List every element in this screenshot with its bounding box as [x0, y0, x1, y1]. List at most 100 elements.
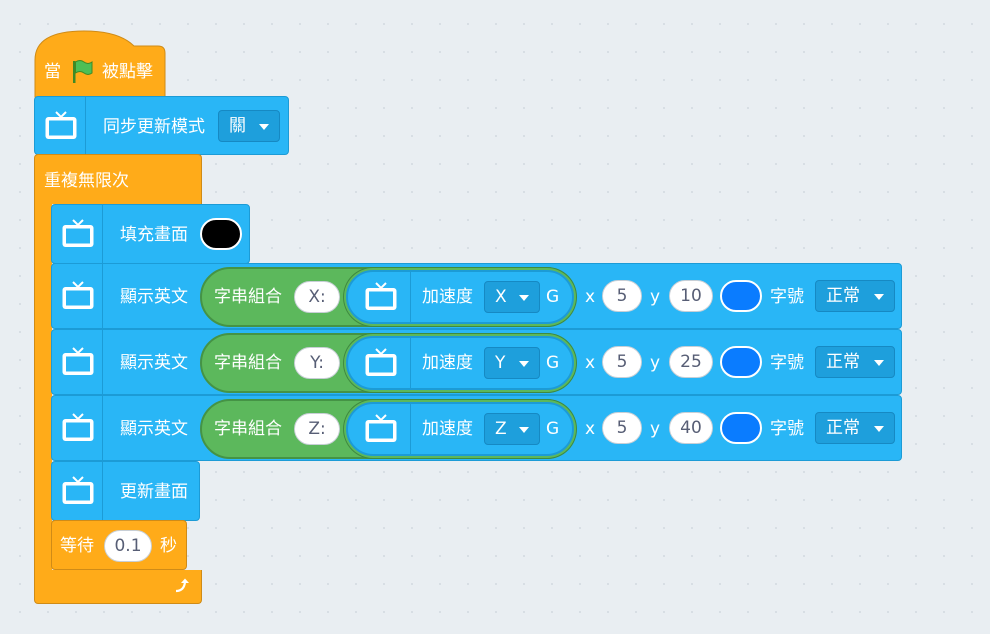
font-size-dropdown[interactable]: 正常	[815, 412, 895, 444]
y-label: y	[650, 419, 661, 439]
text-color-swatch[interactable]	[720, 346, 762, 378]
axis-dropdown[interactable]: X	[484, 281, 540, 313]
font-size-value: 正常	[826, 286, 860, 306]
unit-label: G	[546, 287, 560, 307]
tv-icon	[62, 219, 94, 247]
show-text-block[interactable]: 顯示英文 字串組合 X: 加速度 X G	[51, 263, 902, 329]
fill-color-swatch[interactable]	[200, 218, 242, 250]
tv-icon	[62, 281, 94, 309]
sync-mode-dropdown[interactable]: 關	[218, 110, 280, 142]
forever-block-top[interactable]	[34, 154, 202, 204]
tv-section	[360, 404, 411, 454]
x-label: x	[585, 419, 596, 439]
chevron-down-icon	[874, 294, 884, 300]
join-text-input[interactable]: Y:	[294, 347, 340, 379]
acceleration-label: 加速度	[422, 287, 473, 307]
font-size-label: 字號	[770, 287, 804, 307]
join-string-label: 字串組合	[214, 419, 282, 439]
sync-mode-value: 關	[229, 116, 246, 136]
x-input[interactable]: 5	[602, 412, 642, 444]
tv-section	[360, 272, 411, 322]
font-size-dropdown[interactable]: 正常	[815, 346, 895, 378]
unit-label: G	[546, 419, 560, 439]
sync-update-mode-block[interactable]: 同步更新模式 關	[34, 96, 289, 155]
hat-prefix-label: 當	[44, 62, 61, 82]
tv-icon	[365, 282, 397, 310]
axis-value: Z	[495, 419, 507, 439]
hat-block-shape	[34, 30, 166, 98]
forever-block-arm	[34, 203, 52, 571]
tv-section	[52, 205, 103, 263]
join-string-reporter[interactable]: 字串組合 X: 加速度 X G	[200, 267, 576, 327]
join-string-reporter[interactable]: 字串組合 Z: 加速度 Z G	[200, 399, 576, 459]
tv-section	[52, 462, 103, 520]
y-input[interactable]: 25	[669, 346, 713, 378]
axis-value: X	[495, 287, 507, 307]
x-label: x	[585, 287, 596, 307]
when-flag-clicked-block[interactable]: 當 被點擊	[34, 30, 166, 98]
x-input[interactable]: 5	[602, 280, 642, 312]
chevron-down-icon	[259, 124, 269, 130]
acceleration-reporter[interactable]: 加速度 Y G	[346, 336, 574, 390]
y-label: y	[650, 353, 661, 373]
join-string-label: 字串組合	[214, 287, 282, 307]
tv-icon	[365, 348, 397, 376]
join-text-input[interactable]: X:	[294, 281, 340, 313]
show-text-label: 顯示英文	[120, 287, 188, 307]
join-string-reporter[interactable]: 字串組合 Y: 加速度 Y G	[200, 333, 576, 393]
tv-icon	[365, 414, 397, 442]
x-value: 5	[616, 352, 628, 372]
x-value: 5	[616, 418, 628, 438]
font-size-dropdown[interactable]: 正常	[815, 280, 895, 312]
tv-section	[52, 396, 103, 460]
acceleration-label: 加速度	[422, 419, 473, 439]
hat-suffix-label: 被點擊	[102, 62, 153, 82]
font-size-value: 正常	[826, 418, 860, 438]
axis-dropdown[interactable]: Y	[484, 347, 540, 379]
wait-block[interactable]: 等待 0.1 秒	[51, 520, 187, 570]
text-color-swatch[interactable]	[720, 412, 762, 444]
font-size-value: 正常	[826, 352, 860, 372]
show-text-block[interactable]: 顯示英文 字串組合 Z: 加速度 Z G	[51, 395, 902, 461]
tv-icon	[45, 110, 77, 139]
wait-label: 等待	[60, 536, 94, 556]
x-input[interactable]: 5	[602, 346, 642, 378]
fill-screen-block[interactable]: 填充畫面	[51, 204, 250, 264]
tv-section	[52, 330, 103, 394]
tv-icon	[62, 476, 94, 504]
wait-seconds-input[interactable]: 0.1	[104, 530, 152, 562]
refresh-screen-block[interactable]: 更新畫面	[51, 461, 200, 521]
chevron-down-icon	[519, 361, 529, 367]
join-string-label: 字串組合	[214, 353, 282, 373]
x-value: 5	[616, 286, 628, 306]
refresh-screen-label: 更新畫面	[120, 482, 188, 502]
join-text-value: Y:	[310, 353, 324, 373]
forever-label: 重複無限次	[44, 171, 129, 191]
forever-block-bottom[interactable]	[34, 570, 202, 604]
axis-value: Y	[495, 353, 506, 373]
fill-screen-label: 填充畫面	[120, 225, 188, 245]
axis-dropdown[interactable]: Z	[484, 413, 540, 445]
tv-section	[360, 338, 411, 388]
y-value: 10	[680, 286, 702, 306]
y-value: 25	[680, 352, 702, 372]
acceleration-reporter[interactable]: 加速度 X G	[346, 270, 574, 324]
font-size-label: 字號	[770, 353, 804, 373]
acceleration-label: 加速度	[422, 353, 473, 373]
y-input[interactable]: 10	[669, 280, 713, 312]
y-input[interactable]: 40	[669, 412, 713, 444]
show-text-block[interactable]: 顯示英文 字串組合 Y: 加速度 Y G	[51, 329, 902, 395]
join-text-value: Z:	[308, 419, 326, 439]
green-flag-icon	[70, 59, 94, 89]
acceleration-reporter[interactable]: 加速度 Z G	[346, 402, 574, 456]
y-label: y	[650, 287, 661, 307]
loop-arrow-icon	[173, 577, 191, 599]
chevron-down-icon	[519, 427, 529, 433]
tv-section	[52, 264, 103, 328]
tv-icon	[62, 413, 94, 441]
chevron-down-icon	[874, 360, 884, 366]
show-text-label: 顯示英文	[120, 419, 188, 439]
text-color-swatch[interactable]	[720, 280, 762, 312]
y-value: 40	[680, 418, 702, 438]
join-text-input[interactable]: Z:	[294, 413, 340, 445]
